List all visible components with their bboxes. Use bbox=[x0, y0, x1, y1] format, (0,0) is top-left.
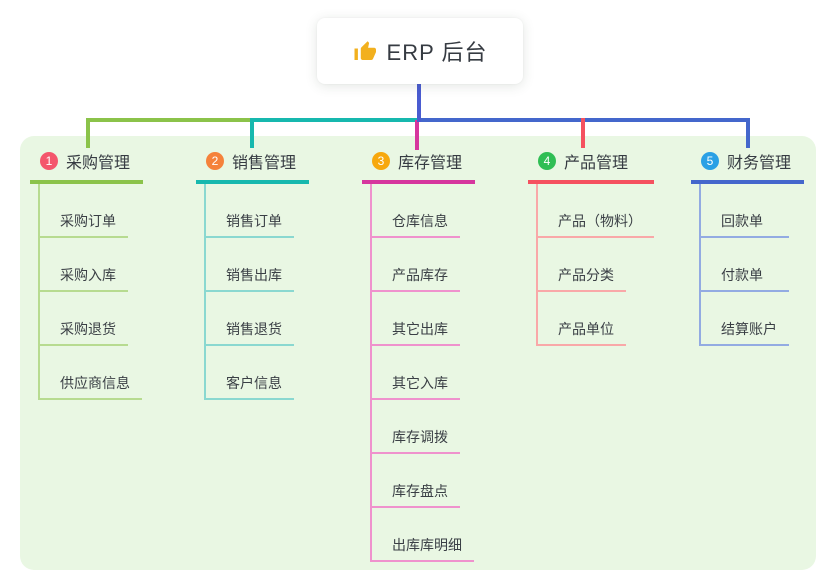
child-node-label[interactable]: 库存调拨 bbox=[372, 427, 460, 454]
branch-number-badge: 1 bbox=[40, 152, 58, 170]
child-node-label[interactable]: 采购退货 bbox=[40, 319, 128, 346]
child-node: 产品（物料） bbox=[538, 184, 654, 238]
child-node: 回款单 bbox=[701, 184, 804, 238]
child-node-label[interactable]: 销售订单 bbox=[206, 211, 294, 238]
child-node-label[interactable]: 其它入库 bbox=[372, 373, 460, 400]
child-node-label[interactable]: 客户信息 bbox=[206, 373, 294, 400]
child-node-label[interactable]: 产品（物料） bbox=[538, 211, 654, 238]
child-node-label[interactable]: 仓库信息 bbox=[372, 211, 460, 238]
child-node: 供应商信息 bbox=[40, 346, 143, 400]
child-node: 结算账户 bbox=[701, 292, 804, 346]
child-node: 产品库存 bbox=[372, 238, 475, 292]
branch-header[interactable]: 2 销售管理 bbox=[196, 149, 309, 184]
child-node-label[interactable]: 出库库明细 bbox=[372, 535, 474, 562]
branch-产品管理: 4 产品管理产品（物料） 产品分类产品单位 bbox=[528, 149, 654, 346]
child-node-label[interactable]: 库存盘点 bbox=[372, 481, 460, 508]
branch-title: 产品管理 bbox=[564, 155, 629, 172]
child-node-label[interactable]: 销售出库 bbox=[206, 265, 294, 292]
branch-header[interactable]: 4 产品管理 bbox=[528, 149, 654, 184]
child-node: 采购退货 bbox=[40, 292, 143, 346]
child-node: 销售出库 bbox=[206, 238, 309, 292]
child-node: 付款单 bbox=[701, 238, 804, 292]
branch-title: 采购管理 bbox=[66, 155, 131, 172]
branch-number-badge: 3 bbox=[372, 152, 390, 170]
branch-children: 仓库信息产品库存其它出库其它入库库存调拨库存盘点出库库明细 bbox=[370, 184, 475, 562]
branch-header[interactable]: 3 库存管理 bbox=[362, 149, 475, 184]
child-node-label[interactable]: 其它出库 bbox=[372, 319, 460, 346]
child-node-label[interactable]: 回款单 bbox=[701, 211, 789, 238]
child-node-label[interactable]: 产品分类 bbox=[538, 265, 626, 292]
branch-header[interactable]: 1 采购管理 bbox=[30, 149, 143, 184]
branch-title: 库存管理 bbox=[398, 155, 463, 172]
child-node: 销售退货 bbox=[206, 292, 309, 346]
child-node: 产品分类 bbox=[538, 238, 654, 292]
child-node: 产品单位 bbox=[538, 292, 654, 346]
child-node: 库存调拨 bbox=[372, 400, 475, 454]
branch-销售管理: 2 销售管理销售订单销售出库销售退货客户信息 bbox=[196, 149, 309, 400]
branch-number-badge: 4 bbox=[538, 152, 556, 170]
child-node-label[interactable]: 产品单位 bbox=[538, 319, 626, 346]
root-node[interactable]: ERP 后台 bbox=[317, 18, 523, 84]
child-node: 客户信息 bbox=[206, 346, 309, 400]
child-node: 销售订单 bbox=[206, 184, 309, 238]
branch-children: 产品（物料） 产品分类产品单位 bbox=[536, 184, 654, 346]
branch-header[interactable]: 5 财务管理 bbox=[691, 149, 804, 184]
branch-children: 回款单付款单结算账户 bbox=[699, 184, 804, 346]
branch-库存管理: 3 库存管理仓库信息产品库存其它出库其它入库库存调拨库存盘点出库库明细 bbox=[362, 149, 475, 562]
child-node: 库存盘点 bbox=[372, 454, 475, 508]
child-node: 其它入库 bbox=[372, 346, 475, 400]
child-node-label[interactable]: 付款单 bbox=[701, 265, 789, 292]
child-node-label[interactable]: 结算账户 bbox=[701, 319, 789, 346]
child-node: 采购入库 bbox=[40, 238, 143, 292]
child-node: 其它出库 bbox=[372, 292, 475, 346]
branch-财务管理: 5 财务管理回款单付款单结算账户 bbox=[691, 149, 804, 346]
child-node-label[interactable]: 采购入库 bbox=[40, 265, 128, 292]
child-node: 出库库明细 bbox=[372, 508, 475, 562]
branches-background-panel bbox=[20, 136, 816, 570]
branch-number-badge: 5 bbox=[701, 152, 719, 170]
child-node: 仓库信息 bbox=[372, 184, 475, 238]
branch-title: 财务管理 bbox=[727, 155, 792, 172]
branch-采购管理: 1 采购管理采购订单采购入库采购退货供应商信息 bbox=[30, 149, 143, 400]
branch-children: 采购订单采购入库采购退货供应商信息 bbox=[38, 184, 143, 400]
branch-children: 销售订单销售出库销售退货客户信息 bbox=[204, 184, 309, 400]
child-node-label[interactable]: 销售退货 bbox=[206, 319, 294, 346]
child-node-label[interactable]: 供应商信息 bbox=[40, 373, 142, 400]
thumbs-up-icon bbox=[353, 39, 377, 63]
child-node-label[interactable]: 产品库存 bbox=[372, 265, 460, 292]
child-node-label[interactable]: 采购订单 bbox=[40, 211, 128, 238]
branch-title: 销售管理 bbox=[232, 155, 297, 172]
root-node-label: ERP 后台 bbox=[386, 40, 488, 65]
child-node: 采购订单 bbox=[40, 184, 143, 238]
branch-number-badge: 2 bbox=[206, 152, 224, 170]
